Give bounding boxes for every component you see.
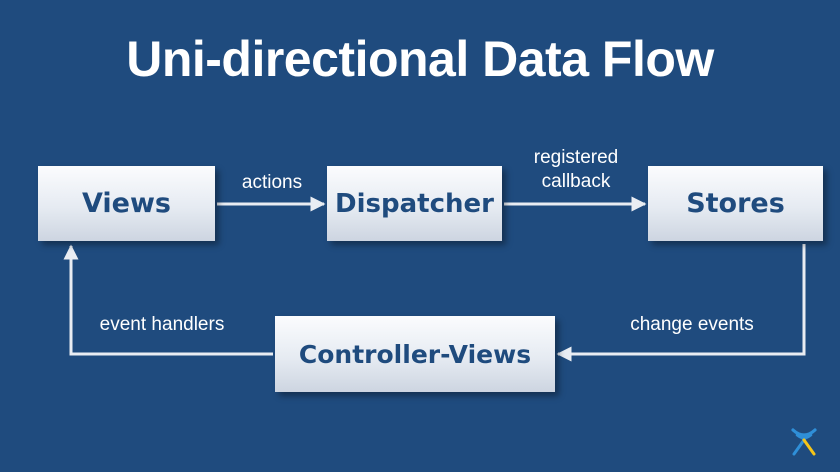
registered-callback-label: registered callback (520, 146, 632, 194)
arrow-stores-to-controller-views (556, 244, 806, 362)
change-events-label: change events (630, 314, 754, 335)
event-handlers-label: event handlers (99, 314, 225, 335)
dispatcher-box: Dispatcher (327, 166, 502, 241)
stores-box: Stores (648, 166, 823, 241)
actions-label: actions (241, 172, 303, 193)
atlassian-logo-icon (791, 428, 817, 456)
arrow-controller-views-to-views (63, 244, 273, 356)
views-box: Views (38, 166, 215, 241)
controller-views-box: Controller-Views (275, 316, 555, 392)
slide-title: Uni-directional Data Flow (126, 31, 714, 87)
registered-callback-line2: callback (541, 171, 611, 192)
registered-callback-line1: registered (533, 147, 619, 168)
